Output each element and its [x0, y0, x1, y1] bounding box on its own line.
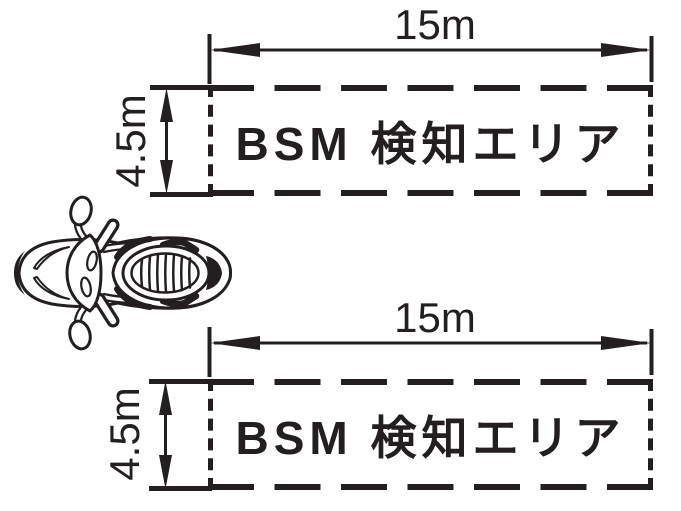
arrowhead-left	[210, 43, 260, 57]
scooter-nose-trim	[14, 251, 25, 295]
lower-length-dimension	[207, 327, 654, 377]
arrowhead-right	[601, 336, 651, 350]
upper-length-dimension	[207, 34, 654, 84]
lower-area-label: BSM 検知エリア	[235, 411, 626, 464]
upper-area-label: BSM 検知エリア	[235, 117, 626, 170]
arrowhead-bottom	[160, 160, 173, 194]
scooter-console-vent-lower	[80, 276, 92, 298]
arrowhead-right	[601, 43, 651, 57]
upper-length-label: 15m	[394, 1, 476, 48]
scooter-seat-ribs	[140, 252, 192, 294]
upper-area-box	[208, 85, 653, 196]
scooter-windshield-lower	[33, 276, 70, 300]
scooter-windshield-upper	[33, 246, 70, 270]
lower-area-box	[208, 379, 653, 490]
lower-width-dimension	[149, 379, 212, 491]
arrowhead-top	[160, 88, 173, 122]
arrowhead-left	[210, 336, 260, 350]
scooter-rear-trim-lower	[114, 286, 153, 310]
arrowhead-bottom	[159, 455, 172, 489]
scooter-grab-rails	[159, 238, 200, 308]
lower-length-label: 15m	[394, 294, 476, 341]
upper-width-label: 4.5m	[107, 94, 154, 188]
scooter-mirror-upper	[69, 195, 93, 227]
arrowhead-top	[159, 381, 172, 415]
scooter-handlebar-grips	[92, 218, 120, 328]
scooter-console-vent-upper	[86, 250, 98, 272]
scooter-illustration	[14, 195, 232, 351]
scooter-mirror-lower	[68, 319, 92, 351]
lower-width-label: 4.5m	[101, 387, 148, 481]
upper-width-dimension	[150, 85, 213, 197]
scooter-tail-light	[206, 256, 222, 290]
scooter-rear-trim-upper	[114, 236, 153, 260]
